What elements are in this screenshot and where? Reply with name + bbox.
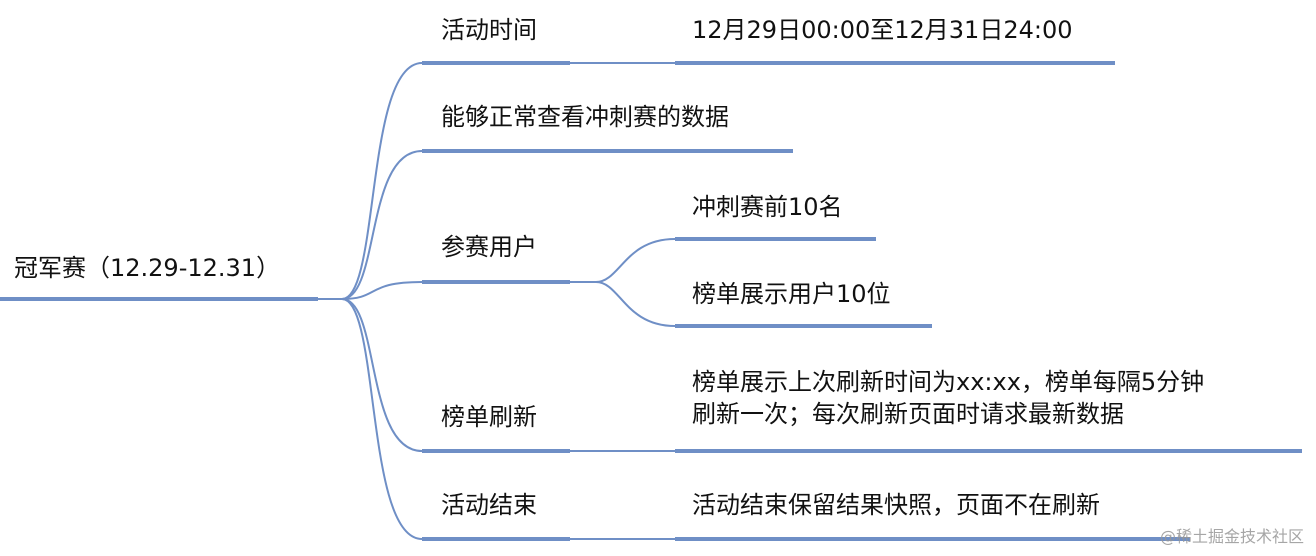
branch-view-sprint-data: 能够正常查看冲刺赛的数据	[441, 103, 729, 131]
leaf-result-snapshot: 活动结束保留结果快照，页面不在刷新	[692, 491, 1100, 519]
branch-connector	[318, 62, 423, 300]
leaf-refresh-rule-line-2: 刷新一次；每次刷新页面时请求最新数据	[692, 400, 1124, 428]
root-node-label: 冠军赛（12.29-12.31）	[14, 254, 281, 282]
branch-participants: 参赛用户	[441, 233, 537, 261]
leaf-activity-time-range: 12月29日00:00至12月31日24:00	[692, 16, 1073, 44]
watermark: @稀土掘金技术社区	[1159, 527, 1304, 546]
branch-leaderboard-refresh: 榜单刷新	[441, 403, 537, 431]
branch-connector	[318, 281, 423, 300]
leaf-connector	[570, 281, 676, 327]
leaf-leaderboard-10-users: 榜单展示用户10位	[692, 280, 891, 308]
branch-activity-end: 活动结束	[441, 491, 537, 519]
branch-connector	[318, 298, 423, 540]
branch-activity-time: 活动时间	[441, 16, 537, 44]
leaf-connector	[570, 238, 676, 283]
leaf-sprint-top10: 冲刺赛前10名	[692, 193, 843, 221]
leaf-refresh-rule: 榜单展示上次刷新时间为xx:xx，榜单每隔5分钟 刷新一次；每次刷新页面时请求最…	[692, 366, 1297, 430]
branch-connector	[318, 298, 423, 452]
leaf-refresh-rule-line-1: 榜单展示上次刷新时间为xx:xx，榜单每隔5分钟	[692, 368, 1205, 396]
branch-connector	[318, 150, 423, 300]
